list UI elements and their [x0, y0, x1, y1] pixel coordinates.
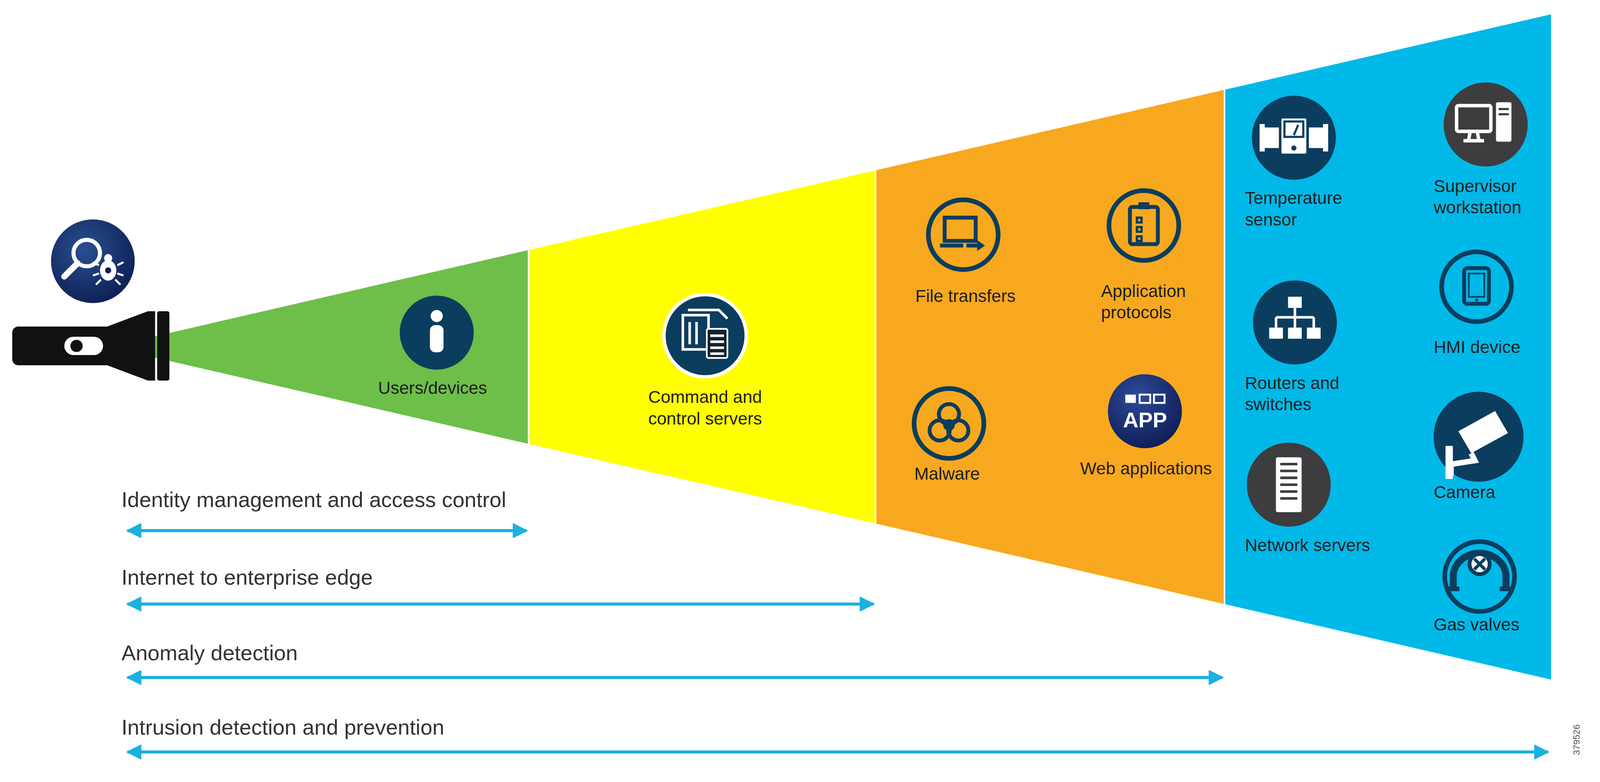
- icon-symbol: [1440, 537, 1519, 616]
- blue-band: [1224, 14, 1551, 680]
- node-label: HMI device: [1433, 337, 1521, 360]
- icon-symbol: [1432, 391, 1525, 483]
- node-label: Network servers: [1244, 535, 1371, 557]
- icon-node: Routers and switches: [1244, 279, 1356, 416]
- range-label: Identity management and access control: [121, 486, 507, 513]
- icon-caption: APP: [1122, 408, 1167, 430]
- node-label: Gas valves: [1433, 615, 1520, 637]
- node-label: Command and control servers: [634, 387, 776, 431]
- icon-symbol: [1251, 94, 1337, 181]
- flashlight-icon: [12, 311, 170, 381]
- icon-symbol: [924, 196, 1003, 274]
- icon-symbol: [1105, 186, 1183, 265]
- node-label: Supervisor workstation: [1433, 176, 1542, 219]
- node-label: Malware: [914, 464, 980, 486]
- node-label: Routers and switches: [1244, 373, 1356, 416]
- node-label: Users/devices: [377, 378, 488, 400]
- threat-search-icon: [51, 219, 135, 304]
- icon-symbol: [399, 294, 475, 371]
- icon-node: Supervisor workstation: [1433, 81, 1542, 219]
- icon-node: Camera: [1432, 391, 1525, 505]
- icon-symbol: [1442, 81, 1529, 168]
- node-label: Camera: [1433, 482, 1496, 504]
- yellow-band: [528, 170, 876, 524]
- range-label: Anomaly detection: [121, 639, 298, 666]
- range-label: Internet to enterprise edge: [121, 564, 373, 590]
- node-label: Application protocols: [1101, 281, 1208, 325]
- icon-node: Temperature sensor: [1244, 94, 1366, 231]
- icon-symbol: [1251, 279, 1338, 366]
- icon-node: Command and control servers: [634, 292, 776, 430]
- icon-symbol: [662, 292, 749, 379]
- icon-node: APP Web applications: [1080, 373, 1212, 481]
- icon-symbol: [910, 384, 988, 463]
- node-label: Web applications: [1080, 459, 1213, 481]
- icon-node: File transfers: [915, 196, 1016, 309]
- icon-node: Users/devices: [377, 294, 488, 400]
- icon-symbol: [1245, 441, 1332, 528]
- icon-node: Gas valves: [1433, 537, 1520, 637]
- icon-node: HMI device: [1433, 248, 1521, 360]
- green-band: [153, 250, 529, 445]
- icon-node: Network servers: [1244, 441, 1371, 557]
- orange-band: [875, 89, 1225, 605]
- icon-symbol: [1437, 248, 1516, 326]
- node-label: Temperature sensor: [1244, 188, 1366, 232]
- icon-node: Application protocols: [1101, 186, 1208, 324]
- range-label: Intrusion detection and prevention: [121, 714, 445, 740]
- node-label: File transfers: [915, 286, 1016, 309]
- figure-number: 379526: [1571, 724, 1582, 756]
- icon-node: Malware: [910, 384, 988, 486]
